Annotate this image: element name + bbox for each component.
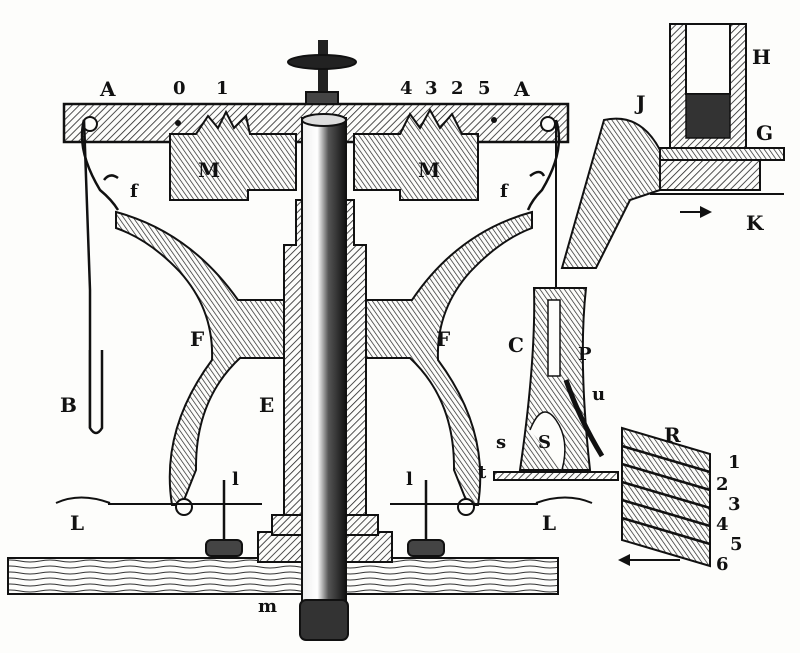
pipe-label: H bbox=[752, 45, 771, 69]
notch-number-1: 1 bbox=[216, 78, 229, 99]
pin-label-right: l bbox=[406, 469, 413, 490]
comb-number-3: 3 bbox=[728, 494, 741, 515]
s-label-inner: S bbox=[538, 432, 551, 453]
comb-number-2: 2 bbox=[716, 474, 729, 495]
beam-label-left: A bbox=[99, 77, 116, 101]
pipe-assembly bbox=[649, 23, 785, 218]
central-shaft bbox=[299, 113, 349, 641]
tube-label: u bbox=[592, 384, 605, 405]
lever-label-left: L bbox=[70, 511, 84, 535]
base-beam bbox=[7, 557, 559, 595]
comb-number-1: 1 bbox=[728, 452, 741, 473]
cone-chute bbox=[560, 117, 661, 269]
notch-number-0: 0 bbox=[173, 78, 186, 99]
shaft-label: E bbox=[259, 393, 274, 417]
lever-right bbox=[390, 480, 593, 557]
hook-label-right: f bbox=[500, 181, 509, 202]
hook-left bbox=[80, 119, 120, 211]
block-label-left: M bbox=[198, 158, 220, 182]
block-left bbox=[169, 109, 297, 201]
valve-label: C bbox=[508, 333, 524, 357]
rod-label: B bbox=[60, 393, 77, 417]
cone-label: J bbox=[634, 91, 645, 115]
beam-label-right: A bbox=[513, 77, 530, 101]
arm-right bbox=[365, 210, 533, 516]
block-label-right: M bbox=[418, 158, 440, 182]
plate-label: K bbox=[746, 211, 764, 235]
notch-number-4: 4 bbox=[400, 78, 413, 99]
notch-number-3: 3 bbox=[425, 78, 438, 99]
lever-left bbox=[55, 480, 262, 557]
hook-label-left: f bbox=[130, 181, 139, 202]
block-right bbox=[353, 107, 479, 201]
arm-label-left: F bbox=[190, 327, 204, 351]
notch-number-5: 5 bbox=[478, 78, 491, 99]
rail-label: t bbox=[478, 462, 487, 483]
comb-label: R bbox=[664, 423, 681, 447]
arm-label-right: F bbox=[436, 327, 450, 351]
comb-number-5: 5 bbox=[730, 534, 743, 555]
port-label: P bbox=[578, 344, 592, 365]
comb-number-6: 6 bbox=[716, 554, 729, 575]
notch-number-2: 2 bbox=[451, 78, 464, 99]
valve-body bbox=[493, 287, 619, 481]
s-label-left: s bbox=[496, 432, 506, 453]
pin-label-left: l bbox=[232, 469, 239, 490]
hook-right bbox=[526, 119, 561, 288]
comb-plate bbox=[618, 426, 711, 568]
flange-label: G bbox=[756, 121, 773, 145]
spindle-top bbox=[287, 40, 357, 105]
base-label: m bbox=[258, 596, 277, 617]
lever-label-right: L bbox=[542, 511, 556, 535]
rod-left bbox=[82, 119, 104, 435]
comb-number-4: 4 bbox=[716, 514, 729, 535]
arm-left bbox=[115, 210, 285, 516]
